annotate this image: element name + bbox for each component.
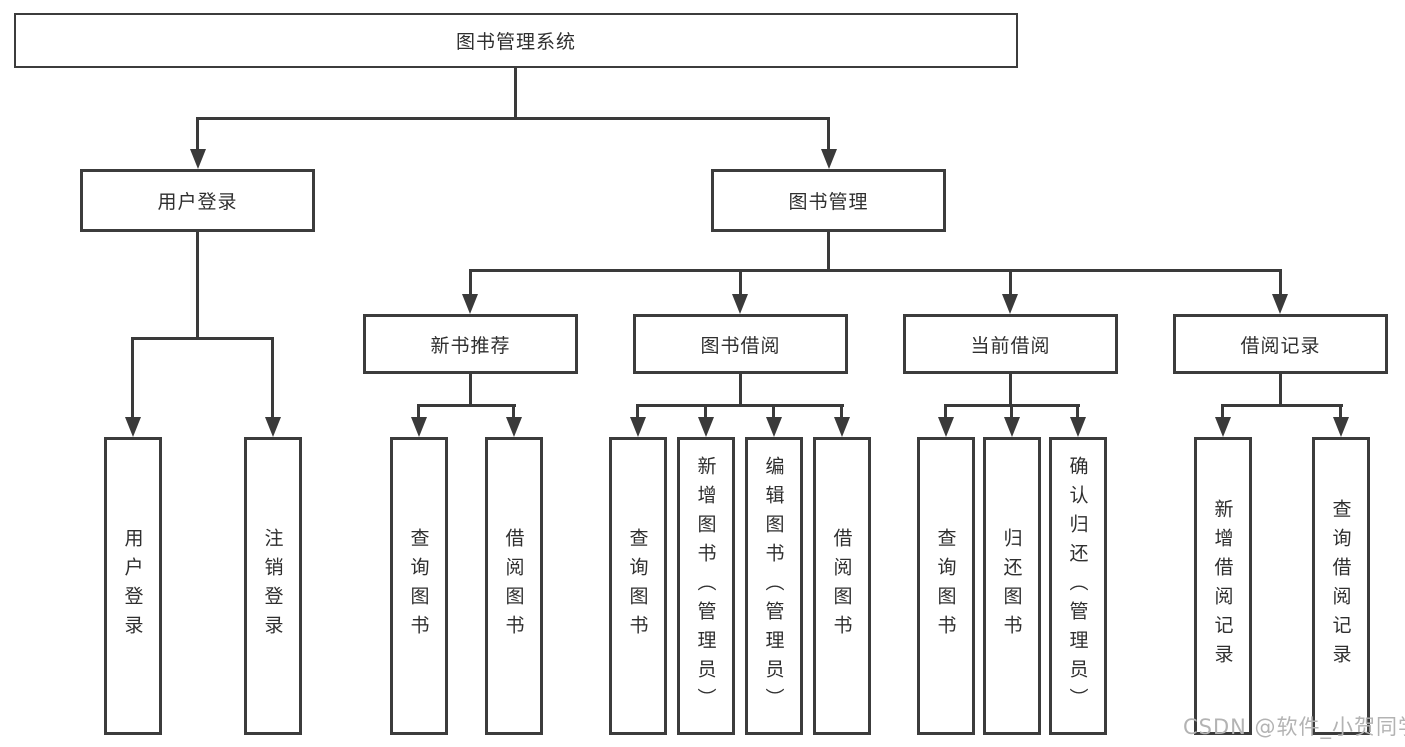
connector-stub-current-leaf-3 (1076, 404, 1079, 420)
connector-root-trunk (514, 68, 517, 120)
arrow-down-icon (190, 149, 206, 169)
arrow-down-icon (834, 417, 850, 437)
leaf-user-login: 用户登录 (104, 437, 162, 735)
connector-borrow-trunk (739, 374, 742, 407)
arrow-down-icon (125, 417, 141, 437)
arrow-down-icon (821, 149, 837, 169)
connector-recommend-branch (417, 404, 516, 407)
connector-stub-borrow-leaf-1 (636, 404, 639, 420)
leaf-current-query-books: 查询图书 (917, 437, 975, 735)
arrow-down-icon (1004, 417, 1020, 437)
leaf-borrow-books: 借阅图书 (813, 437, 871, 735)
connector-stub-borrow-leaf-4 (840, 404, 843, 420)
leaf-return-books: 归还图书 (983, 437, 1041, 735)
connector-stub-borrow-leaf-2 (704, 404, 707, 420)
connector-recommend-trunk (469, 374, 472, 407)
arrow-down-icon (506, 417, 522, 437)
connector-manage-trunk (827, 232, 830, 272)
leaf-edit-books-admin: 编辑图书（管理员） (745, 437, 803, 735)
connector-login-trunk (196, 232, 199, 338)
connector-stub-recommend-leaf-2 (512, 404, 515, 420)
leaf-query-borrow-record: 查询借阅记录 (1312, 437, 1370, 735)
arrow-down-icon (938, 417, 954, 437)
arrow-down-icon (411, 417, 427, 437)
connector-stub-login-leaf-1 (131, 337, 134, 419)
connector-stub-login (196, 117, 199, 151)
leaf-confirm-return-admin: 确认归还（管理员） (1049, 437, 1107, 735)
connector-stub-current-leaf-1 (944, 404, 947, 420)
connector-stub-borrow-leaf-3 (772, 404, 775, 420)
connector-manage-branch (469, 269, 1282, 272)
connector-records-branch (1221, 404, 1343, 407)
node-borrow-records: 借阅记录 (1173, 314, 1388, 374)
connector-root-branch (196, 117, 830, 120)
arrow-down-icon (1002, 294, 1018, 314)
connector-stub-records (1279, 269, 1282, 297)
watermark: CSDN @软件_小贺同学 (1183, 715, 1405, 739)
leaf-recommend-query-books: 查询图书 (390, 437, 448, 735)
connector-login-branch (131, 337, 274, 340)
connector-stub-manage (827, 117, 830, 151)
connector-stub-borrow (739, 269, 742, 297)
arrow-down-icon (265, 417, 281, 437)
arrow-down-icon (1215, 417, 1231, 437)
connector-stub-records-leaf-2 (1339, 404, 1342, 420)
leaf-recommend-borrow-books: 借阅图书 (485, 437, 543, 735)
leaf-borrow-query-books: 查询图书 (609, 437, 667, 735)
connector-stub-recommend-leaf-1 (417, 404, 420, 420)
connector-stub-records-leaf-1 (1221, 404, 1224, 420)
node-user-login: 用户登录 (80, 169, 315, 232)
connector-stub-login-leaf-2 (271, 337, 274, 419)
leaf-logout: 注销登录 (244, 437, 302, 735)
arrow-down-icon (630, 417, 646, 437)
connector-stub-current-leaf-2 (1010, 404, 1013, 420)
leaf-add-borrow-record: 新增借阅记录 (1194, 437, 1252, 735)
arrow-down-icon (698, 417, 714, 437)
arrow-down-icon (1272, 294, 1288, 314)
node-library-system: 图书管理系统 (14, 13, 1018, 68)
connector-stub-current (1009, 269, 1012, 297)
connector-borrow-branch (636, 404, 844, 407)
connector-records-trunk (1279, 374, 1282, 407)
leaf-add-books-admin: 新增图书（管理员） (677, 437, 735, 735)
arrow-down-icon (1070, 417, 1086, 437)
connector-stub-recommend (469, 269, 472, 297)
connector-current-trunk (1009, 374, 1012, 407)
node-current-borrow: 当前借阅 (903, 314, 1118, 374)
node-book-borrow: 图书借阅 (633, 314, 848, 374)
arrow-down-icon (732, 294, 748, 314)
arrow-down-icon (462, 294, 478, 314)
arrow-down-icon (1333, 417, 1349, 437)
arrow-down-icon (766, 417, 782, 437)
node-book-management: 图书管理 (711, 169, 946, 232)
node-new-book-recommend: 新书推荐 (363, 314, 578, 374)
